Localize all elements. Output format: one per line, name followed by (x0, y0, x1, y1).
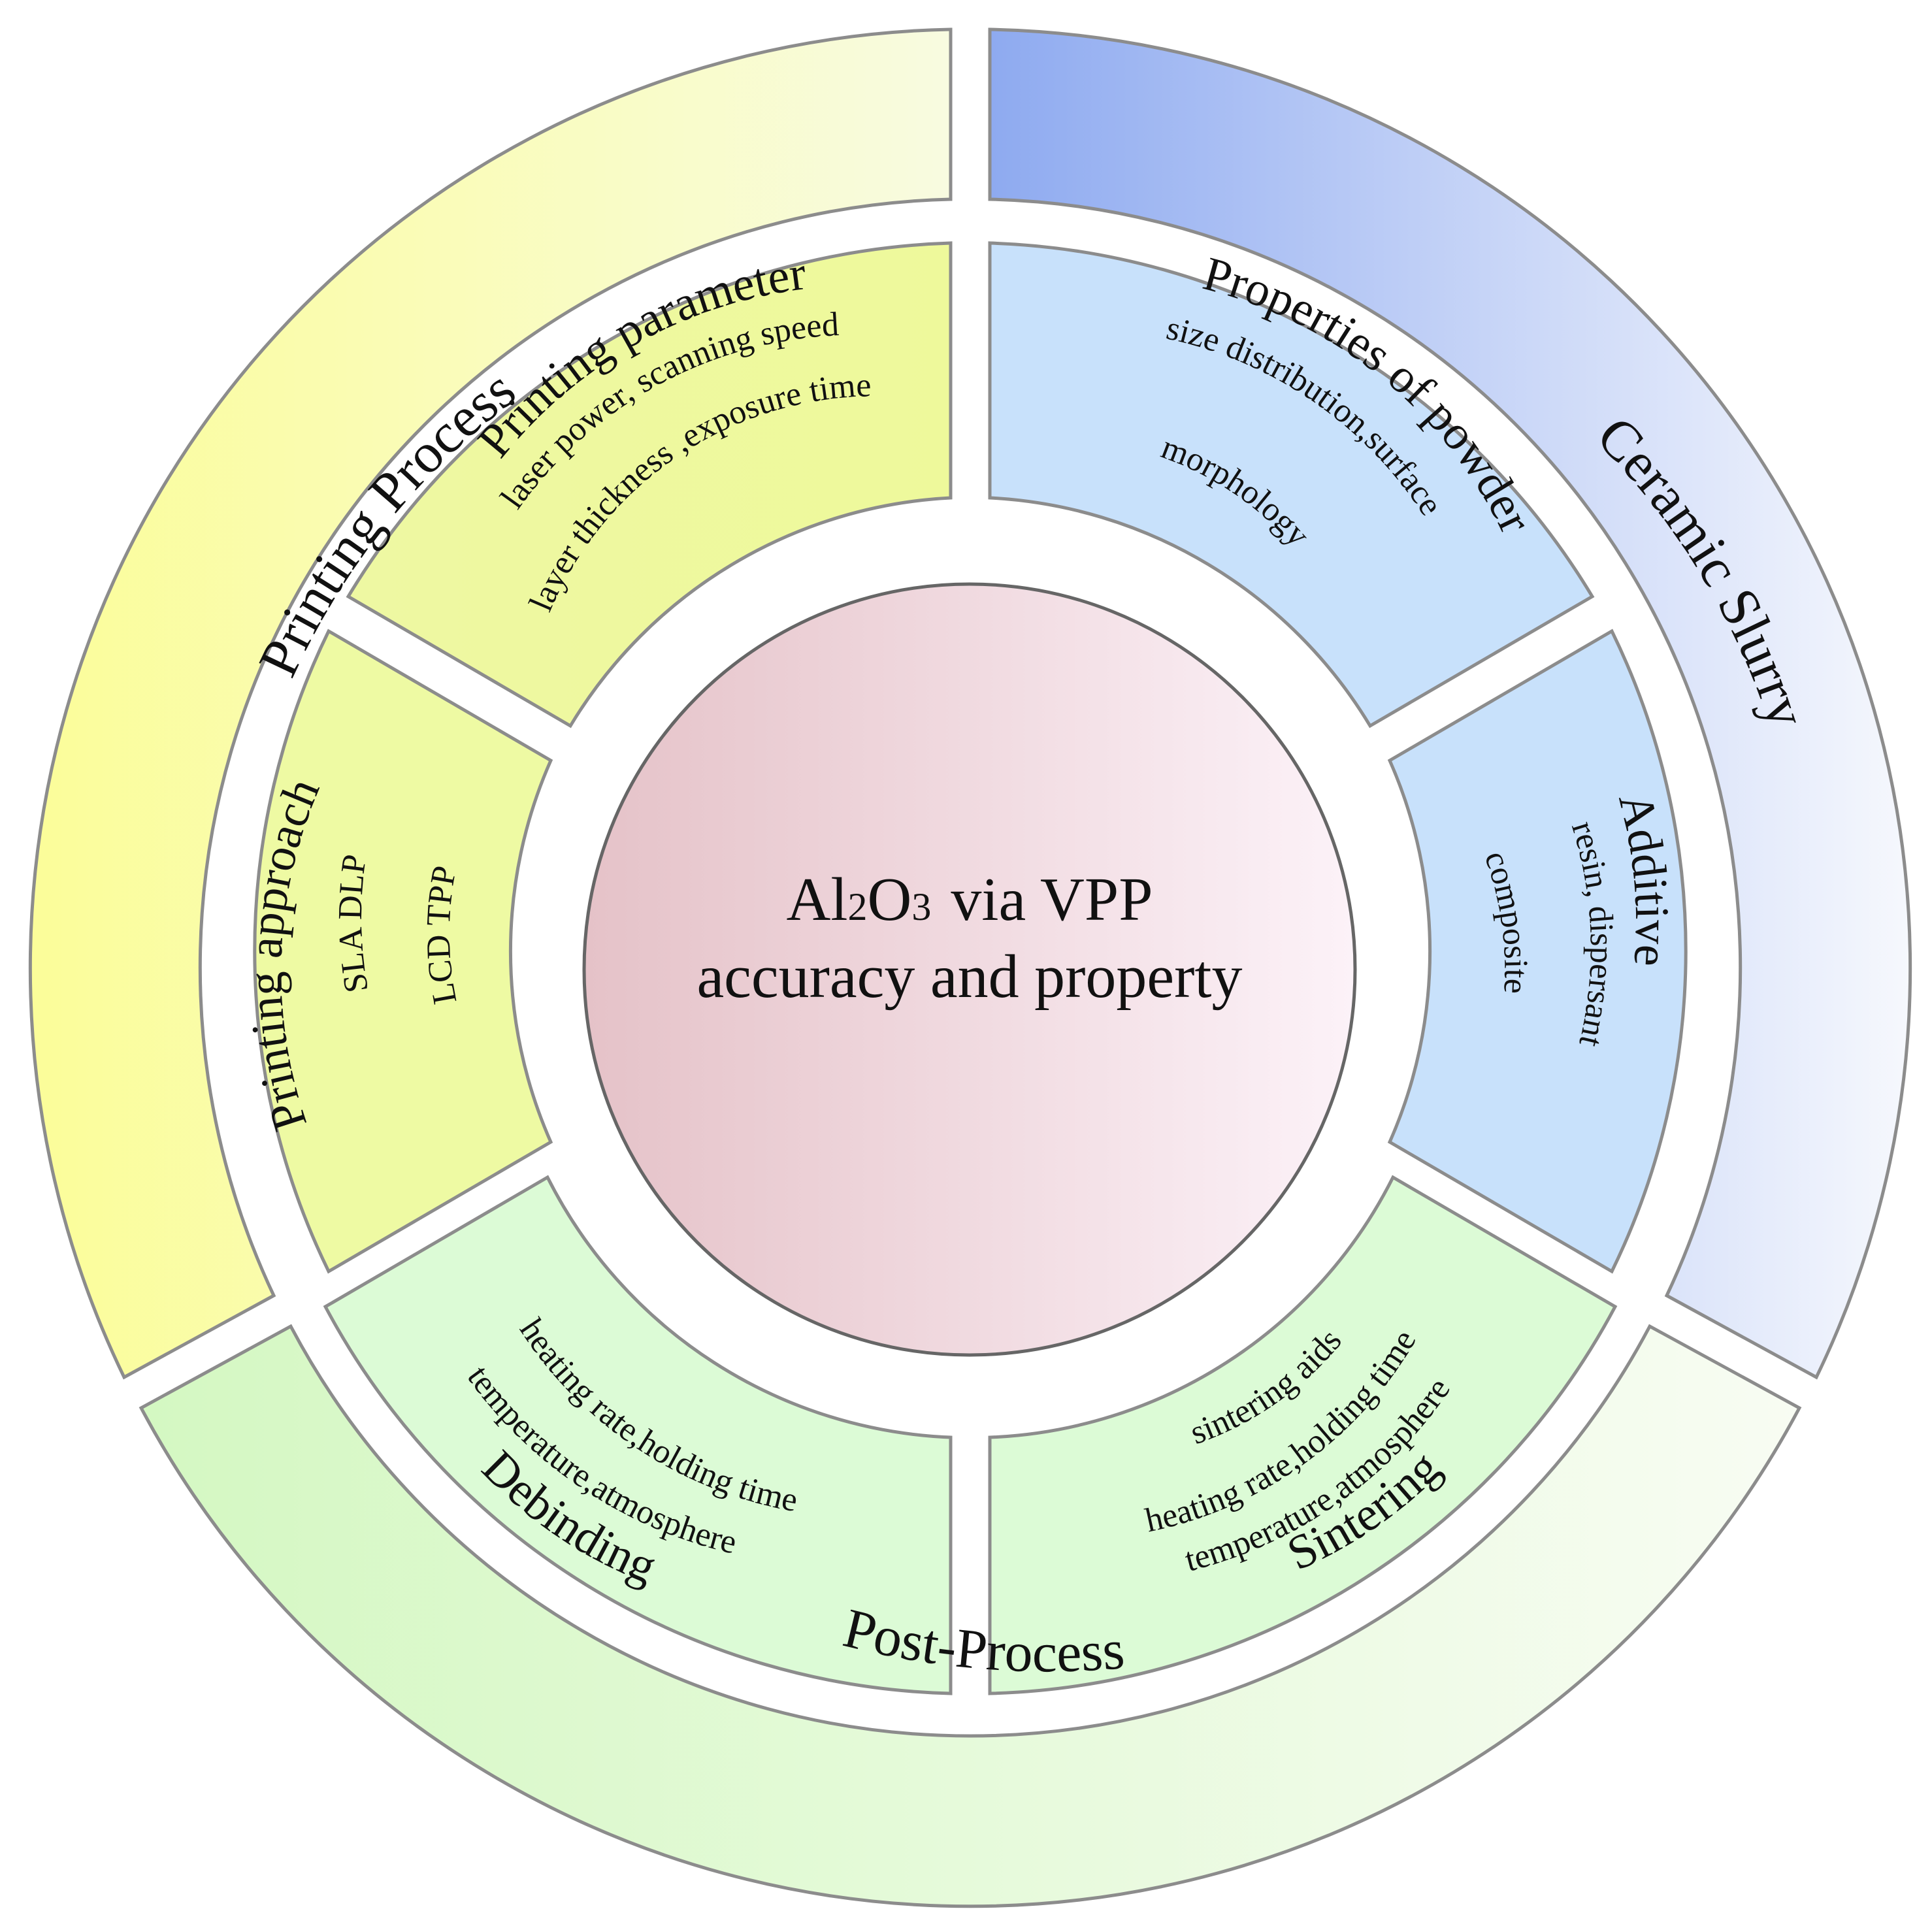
center-title-line2: accuracy and property (696, 943, 1242, 1011)
inner-segment-printing-parameter (346, 241, 953, 728)
inner-segment-properties-of-powder (988, 241, 1595, 728)
outer-ring (28, 27, 1912, 1908)
inner-segment-printing-approach (253, 629, 553, 1274)
outer-segment-ceramic-slurry (988, 27, 1912, 1380)
printing-approach-line1: SLA DLP (332, 853, 376, 996)
inner-segment-additive (1387, 629, 1688, 1274)
outer-segment-post-process (139, 1324, 1802, 1908)
outer-segment-printing-process (28, 27, 953, 1380)
inner-segment-sintering (988, 1175, 1618, 1695)
inner-segment-debinding (323, 1175, 953, 1695)
center-circle (582, 582, 1357, 1357)
inner-ring (253, 241, 1688, 1695)
